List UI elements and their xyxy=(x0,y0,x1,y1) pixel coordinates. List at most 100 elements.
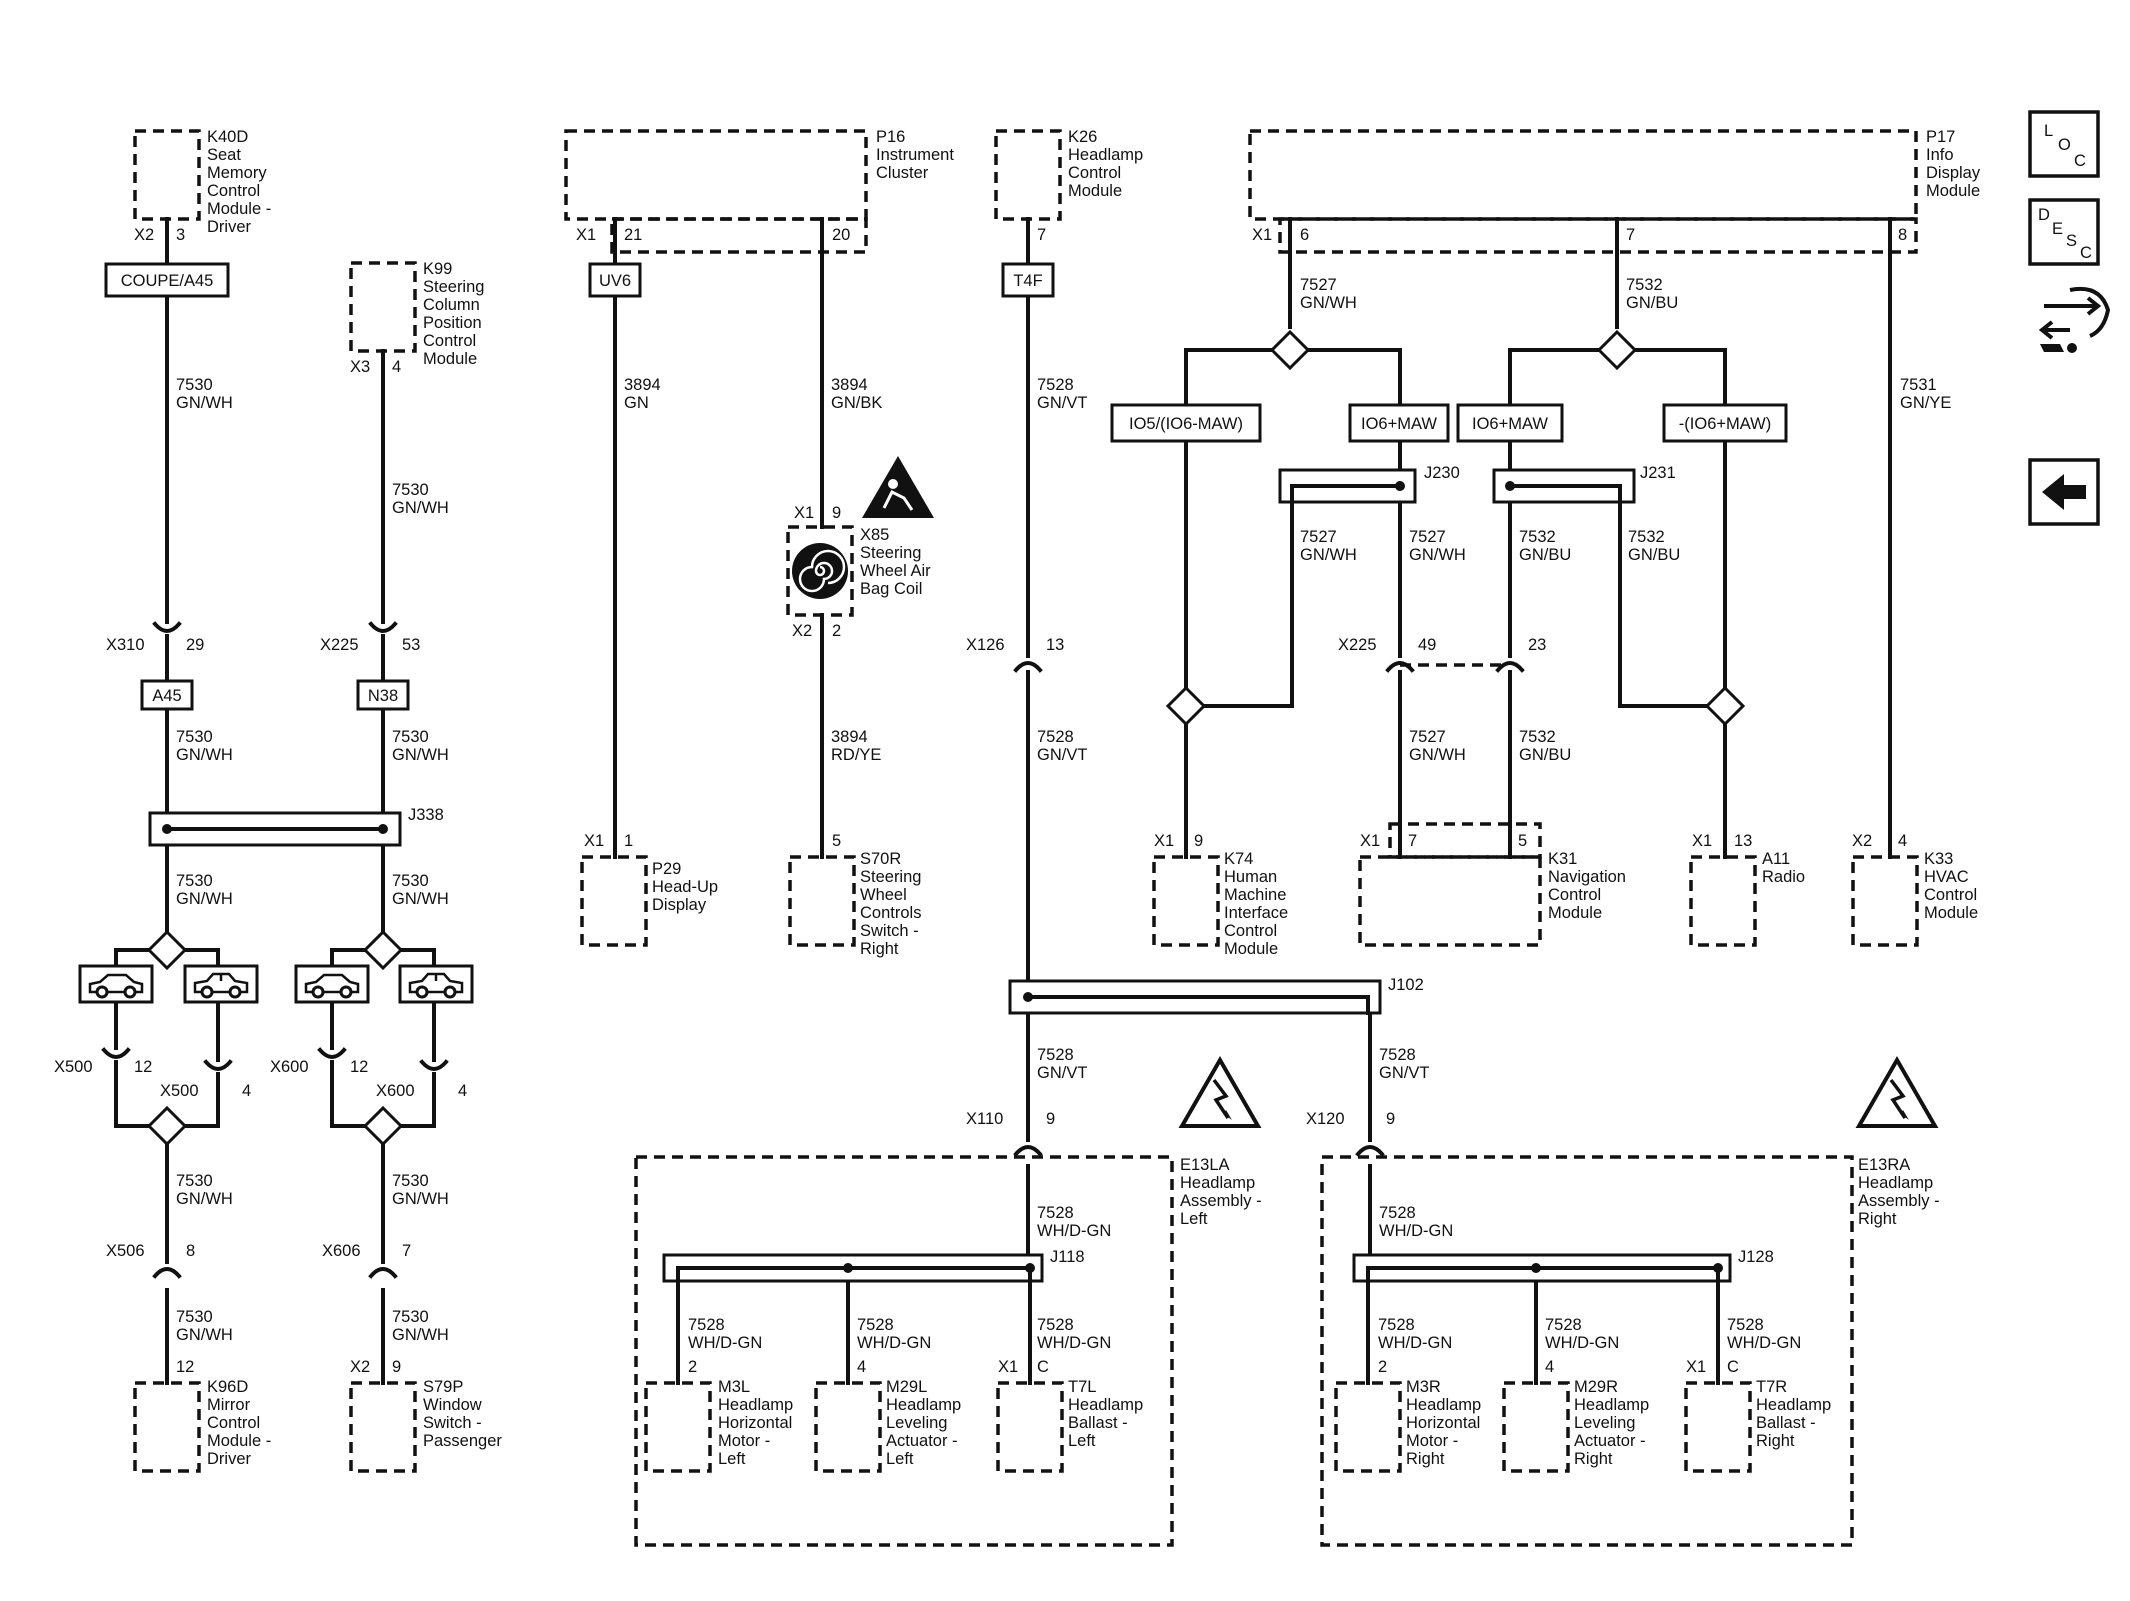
e13la-box xyxy=(634,1155,1174,1547)
m3r-box xyxy=(1334,1381,1402,1473)
p16-connector-strip xyxy=(610,217,868,254)
j102-label: J102 xyxy=(1388,976,1424,994)
pin-label: 3 xyxy=(176,226,185,244)
desc-letter-d: D xyxy=(2038,206,2050,224)
inline-label: X500 xyxy=(54,1058,93,1076)
back-button[interactable] xyxy=(2028,458,2100,526)
option-coupe: COUPE/A45 xyxy=(121,272,214,290)
p17-connector-strip xyxy=(1278,217,1918,254)
inline-connectors xyxy=(101,621,1525,1279)
inline-label: X600 xyxy=(376,1082,415,1100)
inline-label: 23 xyxy=(1528,636,1546,654)
option-boxes: COUPE/A45 UV6 T4F IO5/(IO6-MAW) IO6+MAW … xyxy=(104,262,1788,711)
t7l-box xyxy=(996,1381,1064,1473)
pin-label: X1 xyxy=(1692,832,1712,850)
j231-label: J231 xyxy=(1640,464,1676,482)
option-splits xyxy=(146,329,1746,1147)
a11-box xyxy=(1689,855,1757,947)
pin-label: 2 xyxy=(1378,1358,1387,1376)
inline-label: X600 xyxy=(270,1058,309,1076)
k33-box xyxy=(1851,855,1919,947)
inline-label: X500 xyxy=(160,1082,199,1100)
inline-label: 12 xyxy=(134,1058,152,1076)
airbag-coil-icon xyxy=(792,543,848,599)
pin-label: 1 xyxy=(624,832,633,850)
connector-end-view-icon[interactable] xyxy=(2038,287,2111,353)
pin-label: X1 xyxy=(1360,832,1380,850)
e13ra-box xyxy=(1320,1155,1854,1547)
inline-label: 7 xyxy=(402,1242,411,1260)
pin-label: 5 xyxy=(832,832,841,850)
pin-label: C xyxy=(1727,1358,1739,1376)
option-a45: A45 xyxy=(152,687,181,705)
wires xyxy=(114,217,1892,1385)
desc-button[interactable]: D E S C xyxy=(2028,198,2100,266)
inline-label: 13 xyxy=(1046,636,1064,654)
desc-letter-c: C xyxy=(2080,244,2092,262)
pin-label: X2 xyxy=(1852,832,1872,850)
pin-label: 7 xyxy=(1037,226,1046,244)
inline-label: X225 xyxy=(320,636,359,654)
body-style-icons xyxy=(78,964,474,1004)
inline-label: 8 xyxy=(186,1242,195,1260)
p16-box xyxy=(564,129,868,221)
inline-label: 4 xyxy=(242,1082,251,1100)
pin-label: X3 xyxy=(350,358,370,376)
desc-letter-s: S xyxy=(2066,232,2077,250)
inline-label: X110 xyxy=(966,1110,1003,1128)
pin-labels: X2 3 X3 4 X1 21 20 7 X1 6 7 8 X1 9 X2 2 … xyxy=(134,226,1907,1376)
inline-label: X606 xyxy=(322,1242,361,1260)
pin-label: X1 xyxy=(998,1358,1018,1376)
coupe-car-icon xyxy=(78,964,154,1004)
loc-button[interactable]: L O C xyxy=(2028,110,2100,178)
inline-label: 53 xyxy=(402,636,420,654)
pin-label: 9 xyxy=(832,504,841,522)
splice-packs xyxy=(148,468,1732,1283)
s79p-box xyxy=(349,1381,417,1473)
pin-label: 4 xyxy=(1898,832,1907,850)
pin-label: 9 xyxy=(1194,832,1203,850)
t7r-box xyxy=(1684,1381,1752,1473)
option-io6-b: IO6+MAW xyxy=(1472,415,1548,433)
pin-label: 7 xyxy=(1408,832,1417,850)
desc-letter-e: E xyxy=(2052,220,2063,238)
k96d-box xyxy=(133,1381,201,1473)
s70r-box xyxy=(788,855,856,947)
pin-label: 5 xyxy=(1518,832,1527,850)
k99-box xyxy=(349,261,417,353)
pin-label: 8 xyxy=(1898,226,1907,244)
pin-label: X1 xyxy=(576,226,596,244)
inline-label: X225 xyxy=(1338,636,1377,654)
